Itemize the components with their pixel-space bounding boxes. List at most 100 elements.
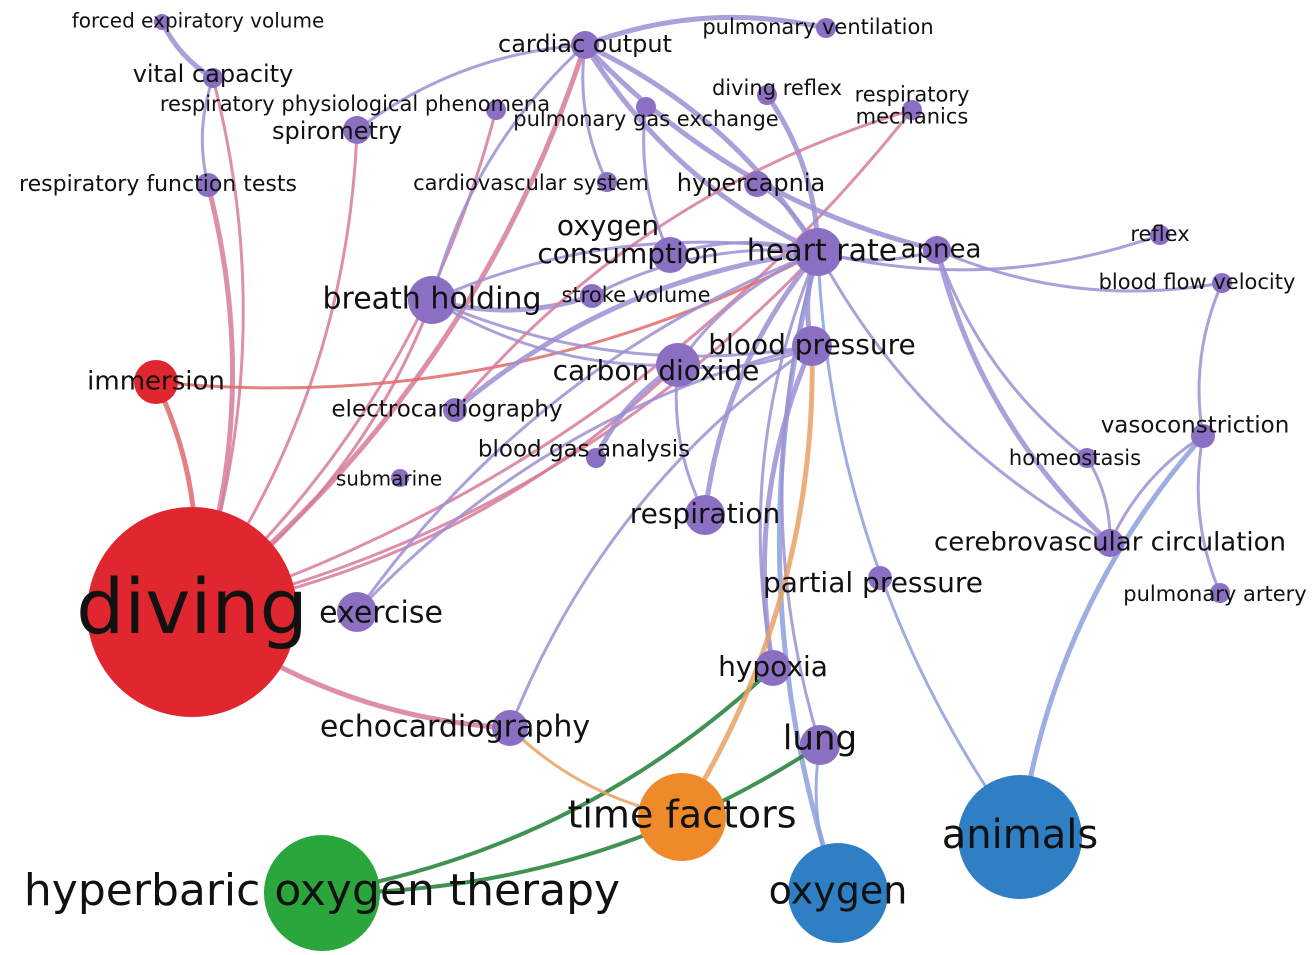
node-hypercapnia[interactable]	[744, 171, 770, 197]
node-label-cvc[interactable]: cerebrovascular circulation	[934, 528, 1286, 558]
edge-bp-echo	[508, 344, 814, 730]
node-label-lung[interactable]: lung	[783, 719, 857, 759]
node-respmech[interactable]	[902, 100, 922, 120]
node-hypoxia[interactable]	[755, 650, 791, 686]
edge-heartrate-lung	[780, 250, 822, 747]
node-submarine[interactable]	[391, 469, 409, 487]
edge-heartrate-ecg	[452, 249, 821, 413]
node-label-bfv[interactable]: blood flow velocity	[1099, 270, 1296, 294]
node-label-vitalcap[interactable]: vital capacity	[133, 60, 294, 88]
node-breathholding[interactable]	[408, 276, 456, 324]
node-rpp[interactable]	[486, 100, 506, 120]
edge-heartrate-cvc	[816, 250, 1112, 545]
node-cardiacoutput[interactable]	[571, 31, 599, 59]
edge-apnea-cvc	[934, 247, 1113, 546]
node-label-heartrate[interactable]: heart rate	[747, 234, 897, 269]
node-label-echo[interactable]: echocardiography	[320, 710, 590, 745]
node-timefactors[interactable]	[638, 773, 726, 861]
node-co2[interactable]	[656, 343, 700, 387]
node-label-hypoxia[interactable]: hypoxia	[718, 650, 828, 683]
node-label-cvs[interactable]: cardiovascular system	[413, 171, 649, 195]
node-label-rpp[interactable]: respiratory physiological phenomena	[160, 92, 550, 116]
edge-apnea-bfv	[935, 248, 1224, 293]
node-strokevol[interactable]	[580, 284, 604, 308]
node-label-cardiacoutput[interactable]: cardiac output	[498, 30, 672, 58]
node-pulmart[interactable]	[1210, 583, 1230, 603]
node-label-vasocon[interactable]: vasoconstriction	[1101, 413, 1290, 439]
node-label-rft[interactable]: respiratory function tests	[19, 172, 297, 197]
node-cvs[interactable]	[597, 172, 617, 192]
node-label-respiration[interactable]: respiration	[630, 497, 781, 530]
node-echo[interactable]	[492, 710, 528, 746]
node-label-timefactors[interactable]: time factors	[567, 793, 796, 837]
node-heartrate[interactable]	[794, 228, 842, 276]
node-animals[interactable]	[958, 775, 1082, 899]
node-label-co2[interactable]: carbon dioxide	[553, 354, 760, 387]
node-vasocon[interactable]	[1191, 424, 1215, 448]
node-respiration[interactable]	[685, 495, 725, 535]
edge-vasocon-pulmart	[1196, 434, 1222, 595]
node-label-immersion[interactable]: immersion	[87, 367, 225, 397]
node-o2cons[interactable]	[652, 237, 688, 273]
edge-respmech-ecg	[453, 108, 914, 412]
node-immersion[interactable]	[134, 360, 178, 404]
node-label-pp[interactable]: partial pressure	[763, 566, 983, 599]
edge-bfv-vasocon	[1197, 281, 1224, 438]
node-label-pge[interactable]: pulmonary gas exchange	[513, 107, 778, 131]
node-label-animals[interactable]: animals	[942, 812, 1098, 858]
node-oxygen[interactable]	[788, 843, 888, 943]
node-label-pulmart[interactable]: pulmonary artery	[1123, 582, 1306, 606]
node-bga[interactable]	[586, 448, 606, 468]
edge-apnea-homeostasis	[935, 248, 1089, 460]
node-label-bga[interactable]: blood gas analysis	[478, 437, 690, 463]
node-spirometry[interactable]	[343, 116, 371, 144]
node-apnea[interactable]	[923, 236, 951, 264]
node-diving[interactable]	[87, 507, 297, 717]
node-label-fev[interactable]: forced expiratory volume	[72, 9, 325, 33]
edge-cardiacoutput-apnea	[582, 42, 940, 253]
node-pge[interactable]	[636, 97, 656, 117]
node-bfv[interactable]	[1212, 273, 1232, 293]
node-label-homeostasis[interactable]: homeostasis	[1009, 446, 1141, 470]
edge-diving-respmech	[190, 108, 914, 614]
node-label-hbot[interactable]: hyperbaric oxygen therapy	[24, 865, 620, 916]
node-rft[interactable]	[196, 173, 220, 197]
node-cvc[interactable]	[1096, 529, 1124, 557]
node-label-exercise[interactable]: exercise	[319, 596, 443, 631]
node-homeostasis[interactable]	[1077, 448, 1097, 468]
node-pp[interactable]	[868, 566, 892, 590]
node-label-spirometry[interactable]: spirometry	[272, 117, 402, 145]
edge-heartrate-breathholding	[430, 240, 820, 302]
edge-cardiacoutput-breathholding	[430, 43, 587, 302]
node-label-bp[interactable]: blood pressure	[708, 328, 915, 361]
edge-timefactors-bp	[679, 343, 815, 820]
node-bp[interactable]	[792, 326, 832, 366]
node-label-pulmvent[interactable]: pulmonary ventilation	[702, 15, 933, 39]
node-hbot[interactable]	[264, 835, 380, 951]
node-exercise[interactable]	[337, 592, 377, 632]
node-label-strokevol[interactable]: stroke volume	[562, 283, 711, 307]
node-label-divingreflex[interactable]: diving reflex	[712, 76, 842, 100]
node-fev[interactable]	[154, 14, 170, 30]
node-label-oxygen[interactable]: oxygen	[769, 869, 908, 913]
node-ecg[interactable]	[443, 398, 467, 422]
node-label-diving[interactable]: diving	[76, 562, 308, 651]
edge-cardiacoutput-heartrate	[582, 42, 821, 255]
node-label-apnea[interactable]: apnea	[901, 235, 982, 265]
node-lung[interactable]	[800, 725, 840, 765]
node-label-ecg[interactable]: electrocardiography	[331, 397, 562, 423]
node-vitalcap[interactable]	[203, 68, 223, 88]
edge-heartrate-strokevol	[590, 248, 820, 298]
node-pulmvent[interactable]	[816, 18, 836, 38]
edge-heartrate-respiration	[702, 249, 821, 518]
node-label-hypercapnia[interactable]: hypercapnia	[677, 169, 825, 197]
node-label-submarine[interactable]: submarine	[336, 467, 442, 491]
node-label-breathholding[interactable]: breath holding	[322, 282, 541, 317]
node-divingreflex[interactable]	[757, 85, 777, 105]
node-label-reflex[interactable]: reflex	[1130, 222, 1189, 246]
node-reflex[interactable]	[1150, 225, 1170, 245]
